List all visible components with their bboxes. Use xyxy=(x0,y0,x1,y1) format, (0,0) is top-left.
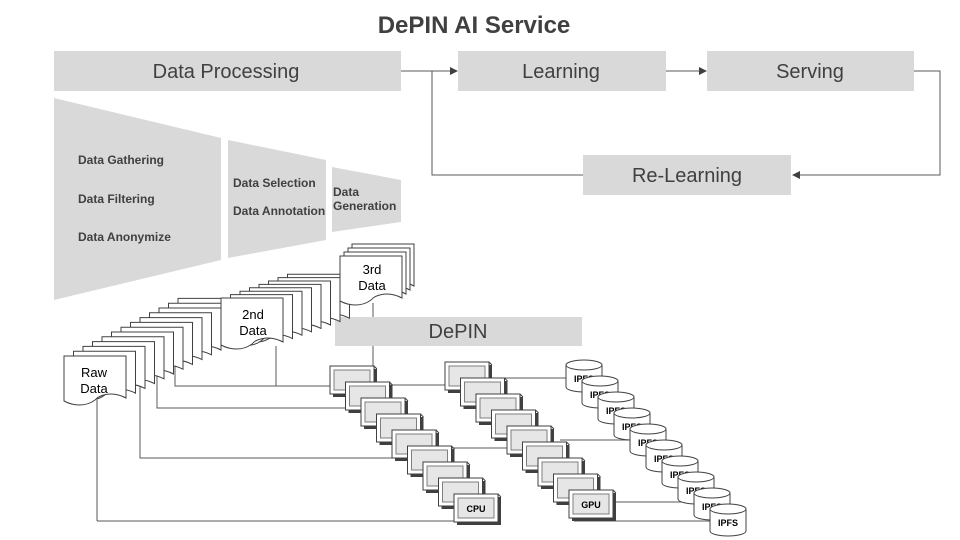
third-data-label-2: Data xyxy=(358,278,386,293)
gpu-label: GPU xyxy=(581,500,601,510)
line-raw-bus-1 xyxy=(139,372,395,459)
cpu-unit xyxy=(453,493,502,525)
ipfs-stack: IPFSIPFSIPFSIPFSIPFSIPFSIPFSIPFSIPFSIPFS xyxy=(565,359,747,537)
third-data-label-1: 3rd xyxy=(363,262,382,277)
cpu-stack: CPU xyxy=(329,365,502,525)
funnel-stage-3: Data Generation xyxy=(332,167,401,232)
data-processing-box: Data Processing xyxy=(54,51,401,91)
data-processing-label: Data Processing xyxy=(153,61,300,83)
learning-box: Learning xyxy=(458,51,666,91)
line-raw-bus-2 xyxy=(156,360,345,409)
depin-box: DePIN xyxy=(335,317,582,346)
ipfs-label: IPFS xyxy=(718,518,738,528)
raw-data-sheet xyxy=(63,355,127,406)
arrow-relearning-to-learning xyxy=(431,71,583,176)
step-data-filtering: Data Filtering xyxy=(78,192,155,206)
learning-label: Learning xyxy=(522,61,600,83)
second-data-label-2: Data xyxy=(239,323,267,338)
step-data-anonymize: Data Anonymize xyxy=(78,230,171,244)
third-data-sheet xyxy=(339,255,403,306)
funnel-stage-1: Data Gathering Data Filtering Data Anony… xyxy=(54,98,221,300)
serving-box: Serving xyxy=(707,51,914,91)
second-data-stack: 2nd Data xyxy=(220,273,350,350)
ipfs-unit: IPFS xyxy=(709,503,747,537)
step-data-annotation: Data Annotation xyxy=(233,204,325,218)
step-data-gathering: Data Gathering xyxy=(78,153,164,167)
diagram-title: DePIN AI Service xyxy=(378,12,571,39)
step-data-generation-1: Data xyxy=(333,185,359,199)
gpu-stack: GPU xyxy=(444,361,617,521)
arrow-serving-to-relearning xyxy=(792,70,941,179)
funnel-stage-2: Data Selection Data Annotation xyxy=(228,140,326,258)
serving-label: Serving xyxy=(776,61,844,83)
gpu-unit xyxy=(568,489,617,521)
third-data-stack: 3rd Data xyxy=(339,243,415,306)
second-data-sheet xyxy=(220,297,284,350)
raw-data-label-2: Data xyxy=(80,381,108,396)
pipeline-connectors xyxy=(401,67,941,179)
relearning-label: Re-Learning xyxy=(632,165,742,187)
depin-label: DePIN xyxy=(429,321,488,343)
relearning-box: Re-Learning xyxy=(583,155,791,195)
second-data-label-1: 2nd xyxy=(242,307,264,322)
cpu-label: CPU xyxy=(466,504,485,514)
step-data-generation-2: Generation xyxy=(333,199,396,213)
line-raw-to-cpu-bottom xyxy=(97,510,459,522)
raw-data-label-1: Raw xyxy=(81,365,108,380)
raw-data-stack: Raw Data xyxy=(63,297,241,406)
step-data-selection: Data Selection xyxy=(233,176,316,190)
